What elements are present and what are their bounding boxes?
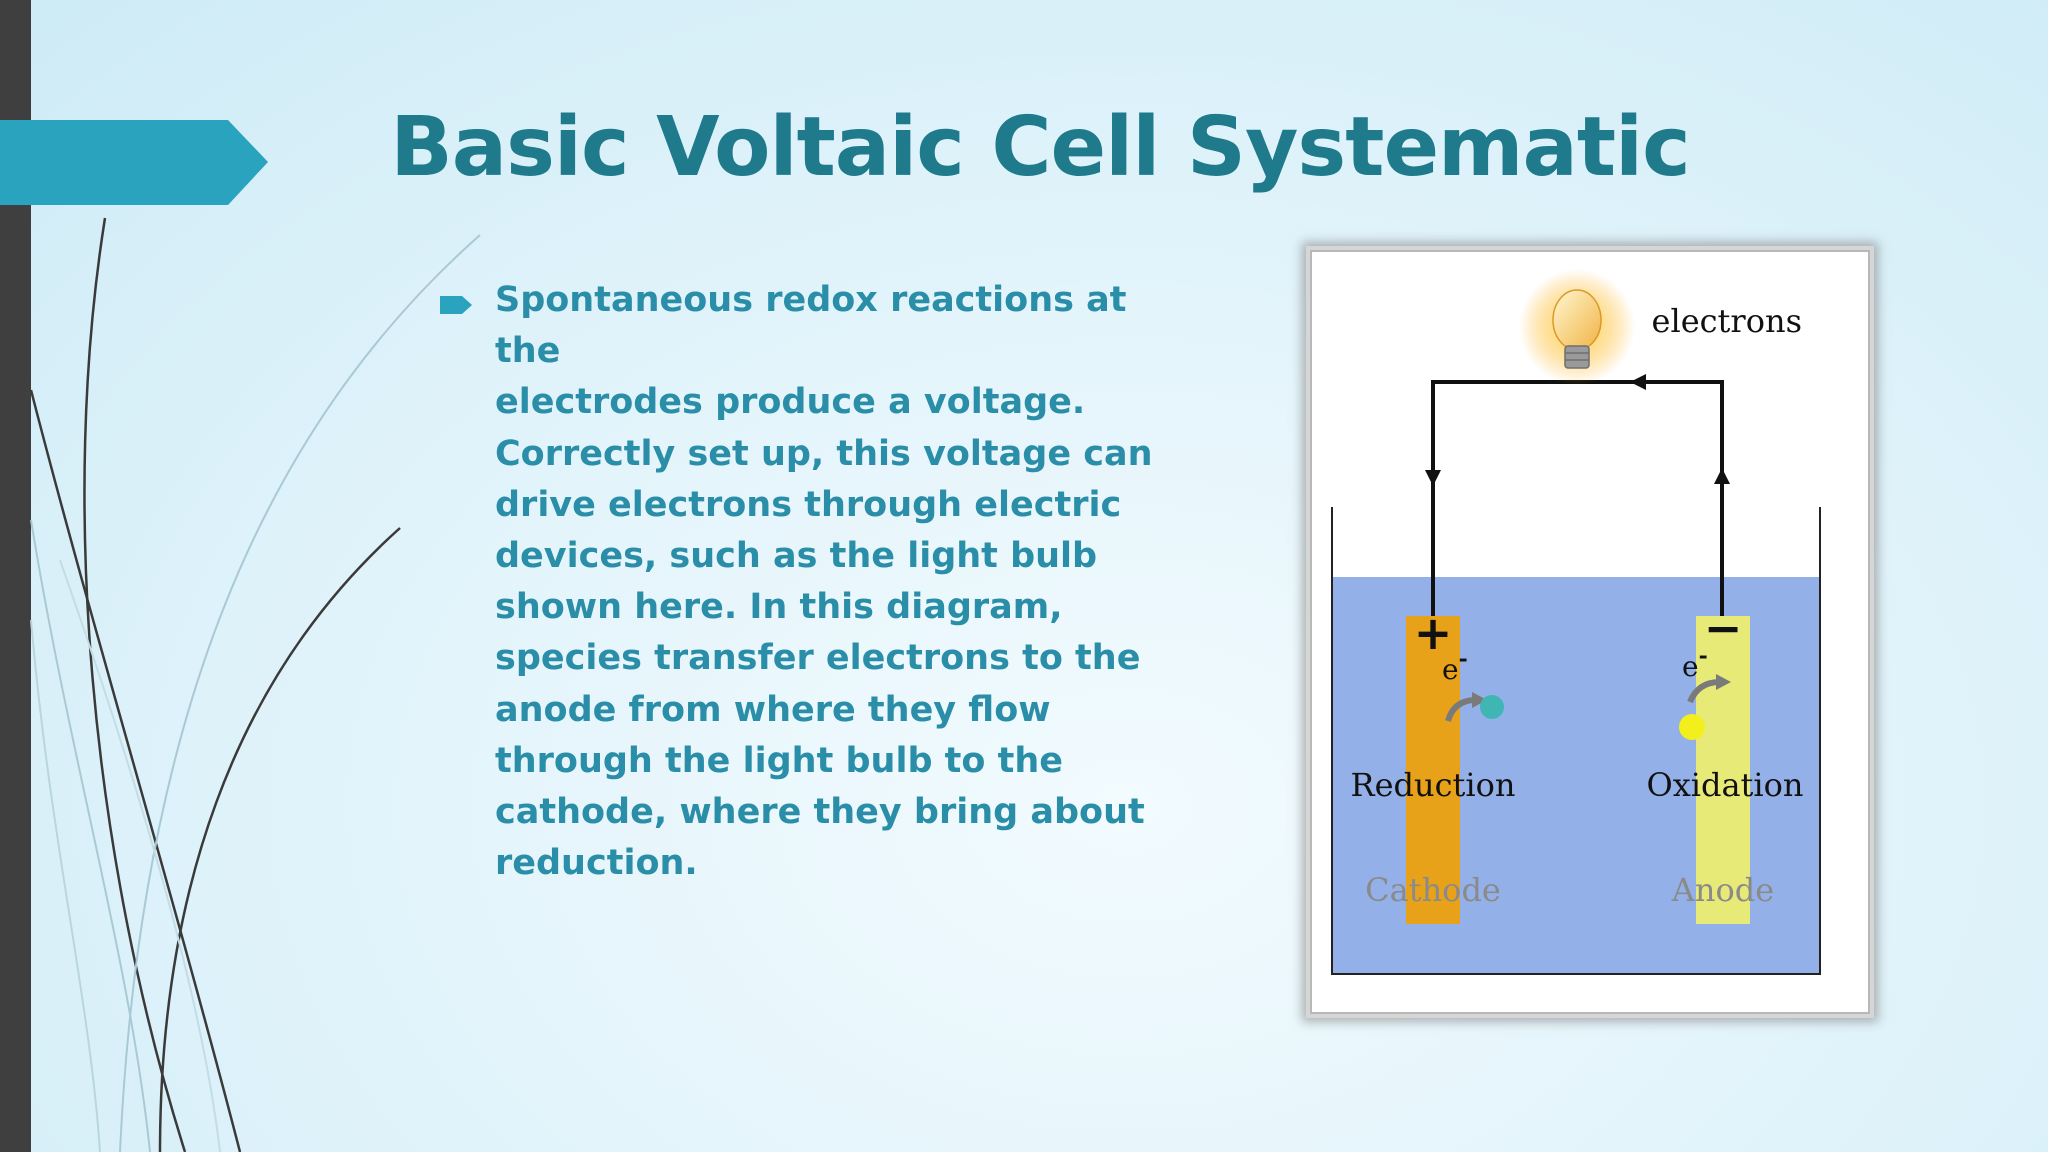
slide-title: Basic Voltaic Cell Systematic [390,100,1691,195]
curved-arrow-head-icon [1716,674,1731,690]
oxidation-label: Oxidation [1646,766,1803,804]
electron-particle-anode [1679,714,1705,740]
cathode-label: Cathode [1365,871,1501,909]
electron-symbol: e [1442,653,1459,686]
arrow-bullet-icon [440,296,472,314]
electron-symbol: e [1682,650,1699,683]
arrow-down-icon [1425,470,1441,486]
anode-electrode [1696,616,1750,924]
reduction-label: Reduction [1350,766,1515,804]
cathode-electron-label: e- [1442,646,1468,686]
voltaic-cell-diagram: electrons + − e- e- Reduction Oxidation … [1331,269,1821,975]
title-accent-arrow [0,120,268,205]
electrons-label: electrons [1652,302,1802,340]
anode-electron-label: e- [1682,643,1708,683]
arrow-up-icon [1714,468,1730,484]
bullet-text: Spontaneous redox reactions at the elect… [495,280,1153,884]
cathode-electrode [1406,616,1460,924]
light-bulb-icon [1552,289,1602,369]
arrow-left-icon [1630,374,1646,390]
anode-label: Anode [1671,871,1774,909]
decorative-curves [29,217,481,1152]
curved-arrow-head-icon [1472,692,1487,708]
electron-charge: - [1699,643,1708,669]
electron-particle-cathode [1480,695,1504,719]
positive-sign: + [1414,606,1453,660]
voltaic-cell-figure: electrons + − e- e- Reduction Oxidation … [1310,250,1870,1014]
electron-charge: - [1459,646,1468,672]
negative-sign: − [1704,601,1743,655]
beaker [1331,507,1821,975]
